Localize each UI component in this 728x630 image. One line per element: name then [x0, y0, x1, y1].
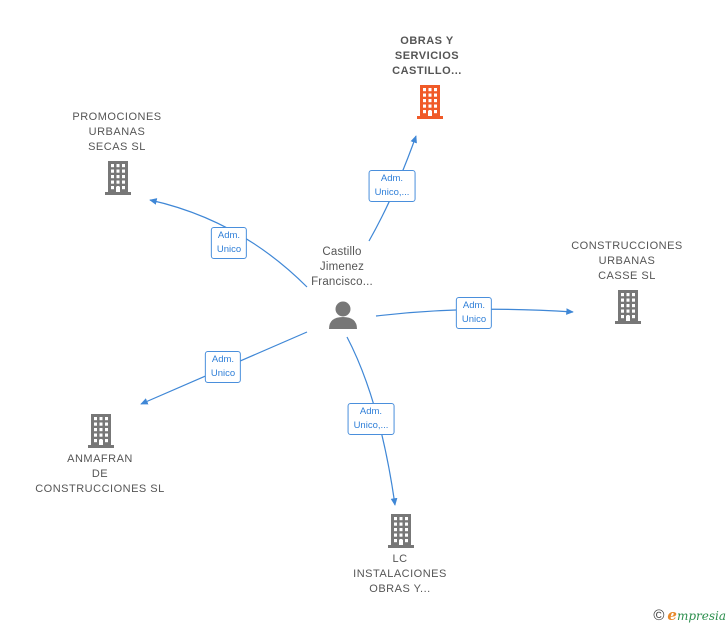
company-label-line: OBRAS Y: [400, 35, 454, 47]
edge-label-lc[interactable]: Adm. Unico,...: [347, 403, 395, 435]
edge-label-line: Adm.: [380, 173, 404, 184]
company-label-line: SERVICIOS: [394, 50, 460, 62]
company-label-line: SECAS SL: [88, 141, 146, 153]
person-label[interactable]: Castillo Jimenez Francisco...: [311, 245, 373, 290]
company-label-lc[interactable]: LC INSTALACIONES OBRAS Y...: [353, 552, 447, 597]
company-label-line: CONSTRUCCIONES SL: [35, 483, 165, 495]
brand-watermark: © empresia: [653, 606, 726, 624]
company-label-line: DE: [91, 468, 109, 480]
company-label-obras[interactable]: OBRAS Y SERVICIOS CASTILLO...: [392, 34, 462, 79]
edge-label-line: Adm.: [359, 406, 383, 417]
company-label-line: LC: [392, 553, 408, 565]
brand-name: mpresia: [676, 609, 726, 623]
copyright-symbol: ©: [653, 606, 665, 624]
edge-label-obras[interactable]: Adm. Unico,...: [368, 170, 416, 202]
company-label-line: INSTALACIONES: [353, 568, 447, 580]
company-label-line: CASSE SL: [598, 270, 656, 282]
person-label-line: Jimenez: [319, 261, 365, 273]
company-label-line: PROMOCIONES: [72, 111, 162, 123]
edge-label-line: Unico,...: [374, 187, 410, 198]
building-icon[interactable]: [88, 414, 114, 448]
company-label-line: URBANAS: [88, 126, 146, 138]
edge-label-line: Adm.: [217, 230, 241, 241]
building-icon[interactable]: [105, 161, 131, 195]
edge-label-line: Unico,...: [353, 420, 389, 431]
company-label-line: URBANAS: [598, 255, 656, 267]
edge-label-line: Unico: [216, 244, 242, 255]
company-label-line: CASTILLO...: [392, 65, 462, 77]
person-label-line: Francisco...: [311, 276, 373, 288]
edge-label-anmafran[interactable]: Adm. Unico: [204, 351, 242, 383]
edge-label-line: Adm.: [462, 300, 486, 311]
company-label-construcciones[interactable]: CONSTRUCCIONES URBANAS CASSE SL: [571, 239, 683, 284]
company-label-anmafran[interactable]: ANMAFRAN DE CONSTRUCCIONES SL: [35, 452, 165, 497]
person-label-line: Castillo: [322, 246, 362, 258]
edge-label-line: Unico: [461, 314, 487, 325]
brand-initial: e: [667, 606, 677, 624]
company-label-promociones[interactable]: PROMOCIONES URBANAS SECAS SL: [72, 110, 161, 155]
company-label-line: CONSTRUCCIONES: [571, 240, 683, 252]
edge-label-construcciones[interactable]: Adm. Unico: [455, 297, 493, 329]
building-icon[interactable]: [417, 85, 443, 119]
edge-label-line: Adm.: [211, 354, 235, 365]
person-icon[interactable]: [329, 301, 357, 330]
building-icon[interactable]: [388, 514, 414, 548]
company-label-line: ANMAFRAN: [67, 453, 133, 465]
company-label-line: OBRAS Y...: [369, 583, 431, 595]
building-icon[interactable]: [615, 290, 641, 324]
edge-label-line: Unico: [210, 368, 236, 379]
edge-label-promociones[interactable]: Adm. Unico: [210, 227, 248, 259]
